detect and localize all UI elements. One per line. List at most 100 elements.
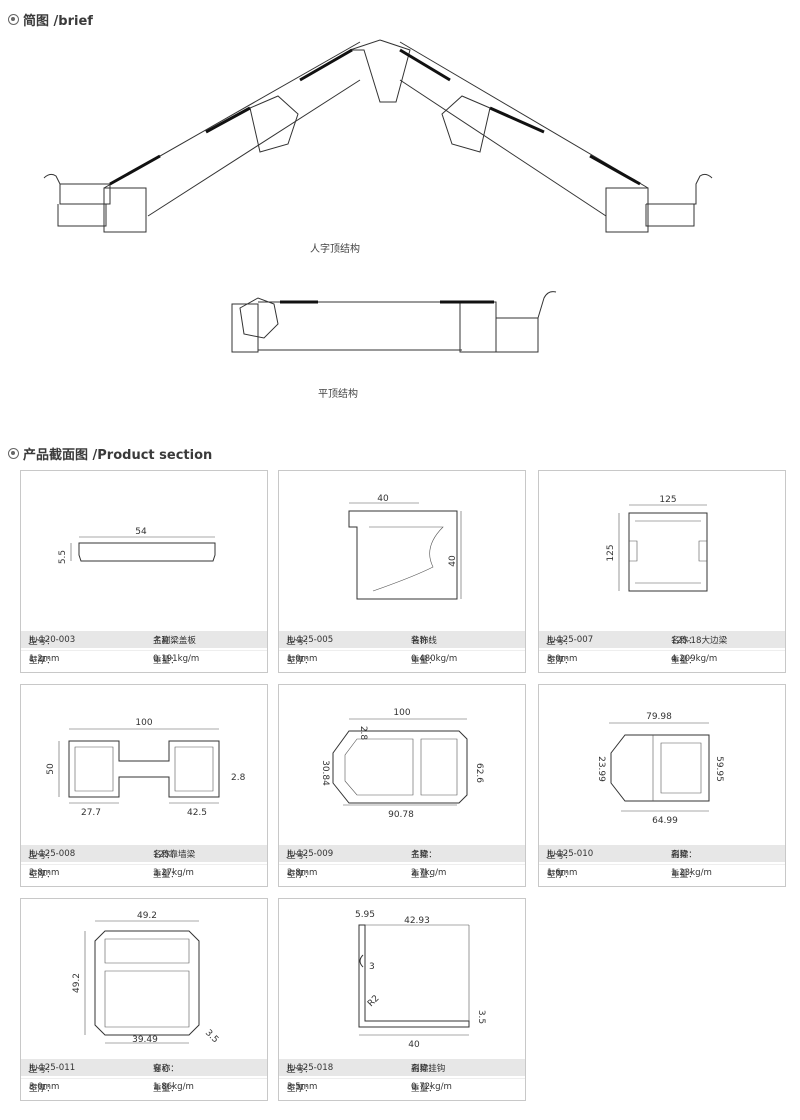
weight-value: 1.86kg/m: [153, 1082, 194, 1092]
thickness-value: 3.0mm: [547, 654, 578, 664]
name-value: 125靠墙梁: [153, 849, 196, 860]
dimension-label: 3.5: [203, 1028, 220, 1045]
dimension-label: 2.8: [231, 773, 246, 783]
dimension-label: 49.2: [137, 911, 157, 921]
dimension-label: 23.99: [596, 756, 606, 782]
thickness-value: 3.0mm: [29, 1082, 60, 1092]
model-value: JL-125-007: [547, 634, 594, 645]
profile-drawing: 49.2 49.2 39.49 3.5: [72, 911, 220, 1045]
dimension-label: 125: [606, 544, 616, 561]
dimension-label: 3.5: [476, 1010, 486, 1024]
brief-title: 简图 /brief: [23, 14, 93, 29]
thickness-value: 3.5mm: [287, 1082, 318, 1092]
product-section-heading: 产品截面图 /Product section: [8, 444, 212, 463]
model-value: JL-125-008: [29, 848, 76, 859]
weight-value: 4.209kg/m: [671, 654, 718, 664]
thickness-value: 2.8mm: [29, 868, 60, 878]
profile-drawing: 125 125: [606, 495, 708, 592]
dimension-label: 3: [369, 962, 375, 972]
dimension-label: 50: [46, 763, 56, 775]
weight-value: 2.7kg/m: [411, 868, 447, 878]
profile-drawing: 100 50 2.8 27.7 42.5: [46, 718, 246, 818]
circle-bullet-icon: [8, 448, 19, 459]
dimension-label: 42.93: [404, 916, 430, 926]
dimension-label: 40: [408, 1040, 420, 1050]
name-value: 穿心: [153, 1063, 171, 1074]
weight-value: 0.72kg/m: [411, 1082, 452, 1092]
name-value: 装饰线: [411, 635, 437, 646]
flat-roof-diagram: [231, 291, 557, 353]
thickness-value: 1.6mm: [547, 868, 578, 878]
dimension-label: 40: [448, 555, 458, 567]
weight-value: 0.480kg/m: [411, 654, 458, 664]
model-value: JL-125-009: [287, 848, 334, 859]
dimension-label: 100: [135, 718, 152, 728]
flat-roof-caption: 平顶结构: [318, 389, 358, 400]
dimension-label: R2: [366, 994, 382, 1010]
thickness-value: 1.0mm: [287, 654, 318, 664]
dimension-label: 64.99: [652, 816, 678, 826]
model-value: JL-125-005: [287, 634, 334, 645]
dimension-label: 42.5: [187, 808, 207, 818]
dimension-label: 40: [377, 494, 389, 504]
dimension-label: 125: [659, 495, 676, 505]
model-value: JL-125-018: [287, 1062, 334, 1073]
dimension-label: 39.49: [132, 1035, 158, 1045]
model-value: JL-120-003: [29, 634, 76, 645]
name-value: 副梁: [671, 849, 689, 860]
model-value: JL-125-011: [29, 1062, 76, 1073]
name-value: 副梁挂钩: [411, 1063, 446, 1074]
weight-value: 0.191kg/m: [153, 654, 200, 664]
brief-heading: 简图 /brief: [8, 10, 93, 29]
thickness-value: 2.8mm: [287, 868, 318, 878]
name-value: 主副梁盖板: [153, 635, 196, 646]
dimension-label: 5.5: [58, 550, 68, 564]
dimension-label: 2.8: [358, 726, 368, 741]
dimension-label: 27.7: [81, 808, 101, 818]
name-value: 主梁: [411, 849, 429, 860]
profile-drawing: 54 5.5: [58, 527, 216, 564]
name-value: 125-18大边梁: [671, 635, 728, 646]
profile-drawing: 40 40: [348, 494, 462, 600]
dimension-label: 49.2: [72, 973, 82, 993]
dimension-label: 30.84: [320, 760, 330, 786]
dimension-label: 59.95: [714, 756, 724, 782]
profile-drawing: 5.95 42.93 3 R2 3.5 40: [355, 910, 486, 1050]
gable-roof-caption: 人字顶结构: [310, 244, 360, 255]
weight-value: 1.23kg/m: [671, 868, 712, 878]
profile-drawing: 79.98 23.99 59.95 64.99: [596, 712, 724, 826]
weight-value: 3.27kg/m: [153, 868, 194, 878]
gable-roof-diagram: [43, 39, 713, 233]
circle-bullet-icon: [8, 14, 19, 25]
dimension-label: 79.98: [646, 712, 672, 722]
thickness-value: 1.2mm: [29, 654, 60, 664]
dimension-label: 90.78: [388, 810, 414, 820]
dimension-label: 100: [393, 708, 410, 718]
dimension-label: 62.6: [474, 763, 484, 783]
model-value: JL-125-010: [547, 848, 594, 859]
dimension-label: 54: [135, 527, 147, 537]
profile-drawing: 100 2.8 30.84 62.6 90.78: [320, 708, 484, 820]
dimension-label: 5.95: [355, 910, 375, 920]
